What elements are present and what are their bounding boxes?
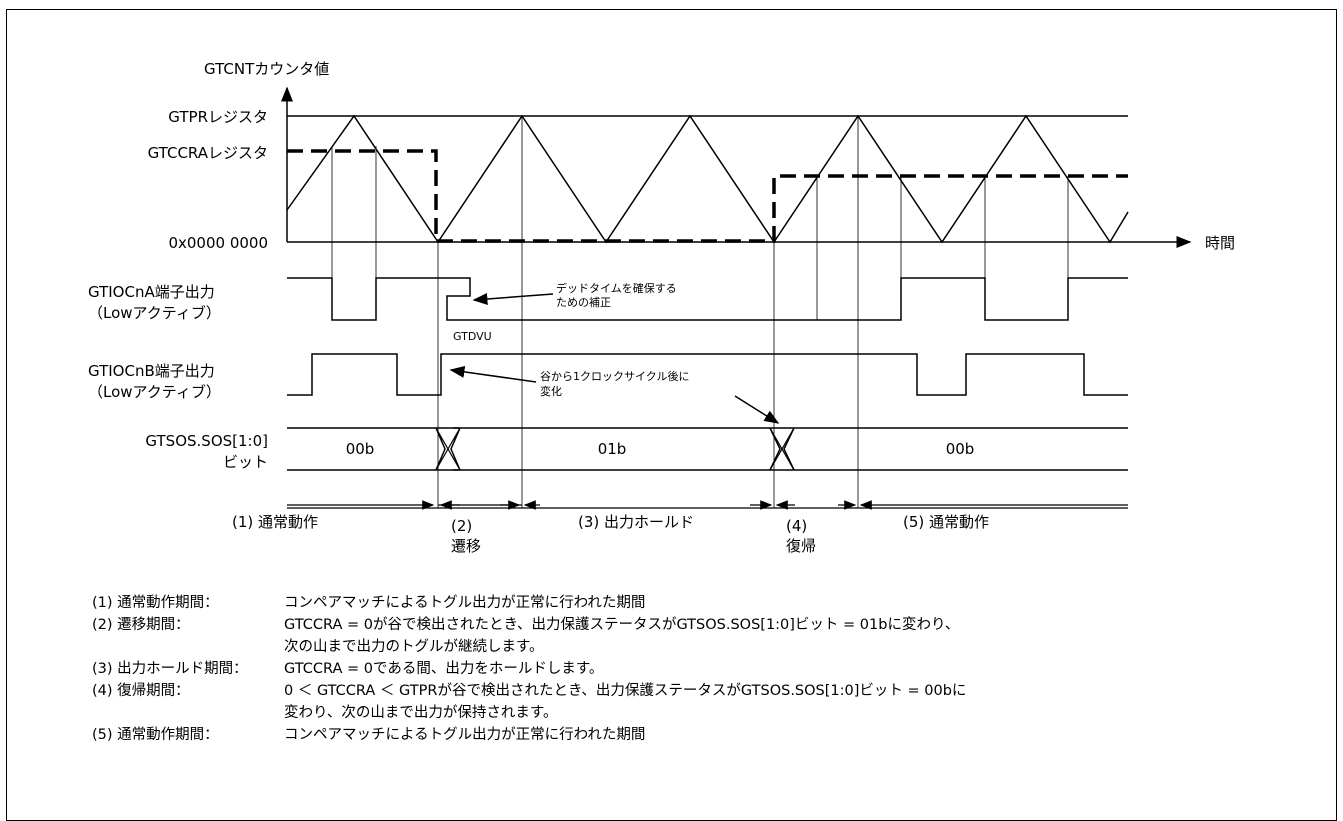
x-axis-title: 時間 — [1205, 234, 1235, 252]
note-head: (1) 通常動作期間： — [92, 595, 219, 611]
note-text: GTCCRA = 0である間、出力をホールドします。 — [284, 661, 604, 677]
change-arrow-right — [734, 395, 780, 424]
sos-label: GTSOS.SOS[1:0] — [145, 432, 268, 450]
note-head: (4) 復帰期間： — [92, 683, 190, 699]
gtccra-dashed-line — [287, 149, 1128, 243]
gtpr-label: GTPRレジスタ — [168, 108, 268, 126]
deadtime-note-2: ための補正 — [556, 296, 611, 309]
gtiocna-label: GTIOCnA端子出力 — [88, 283, 215, 301]
sos-sublabel: ビット — [223, 453, 268, 471]
note-text: コンペアマッチによるトグル出力が正常に行われた期間 — [284, 595, 646, 611]
note-text: GTCCRA = 0が谷で検出されたとき、出力保護ステータスがGTSOS.SOS… — [284, 617, 960, 633]
note-head: (2) 遷移期間： — [92, 617, 190, 633]
phase-3-label: (3) 出力ホールド — [578, 513, 694, 531]
deadtime-note-1: デッドタイムを確保する — [556, 281, 677, 295]
phase-2-num: (2) — [451, 517, 472, 535]
note-3: (3) 出力ホールド期間： GTCCRA = 0である間、出力をホールドします。 — [92, 658, 966, 680]
note-1: (1) 通常動作期間： コンペアマッチによるトグル出力が正常に行われた期間 — [92, 592, 966, 614]
sos-bus — [287, 427, 1128, 471]
note-text: 0 ＜ GTCCRA ＜ GTPRが谷で検出されたとき、出力保護ステータスがGT… — [284, 683, 967, 699]
note-head: (5) 通常動作期間： — [92, 727, 219, 743]
change-note-2: 変化 — [540, 384, 562, 398]
gtiocna-sublabel: （Lowアクティブ） — [88, 304, 221, 322]
gtiocnb-sublabel: （Lowアクティブ） — [88, 383, 221, 401]
phase-rulers — [287, 500, 1128, 510]
sos-value-1: 00b — [346, 440, 375, 458]
notes-list: (1) 通常動作期間： コンペアマッチによるトグル出力が正常に行われた期間 (2… — [92, 592, 966, 746]
zero-label: 0x0000 0000 — [168, 234, 268, 252]
gtccra-label: GTCCRAレジスタ — [148, 144, 268, 162]
gtiocna-waveform — [287, 277, 1128, 321]
note-text-cont: 変わり、次の山まで出力が保持されます。 — [284, 705, 558, 721]
note-head: (3) 出力ホールド期間： — [92, 661, 248, 677]
deadtime-arrow — [472, 292, 554, 305]
phase-5-label: (5) 通常動作 — [903, 513, 989, 531]
change-arrow-left — [449, 365, 537, 383]
gtiocnb-waveform — [287, 353, 1128, 396]
note-text: コンペアマッチによるトグル出力が正常に行われた期間 — [284, 727, 646, 743]
phase-1-label: (1) 通常動作 — [232, 513, 318, 531]
phase-4-num: (4) — [786, 517, 807, 535]
phase-4-name: 復帰 — [786, 537, 816, 555]
y-axis-title: GTCNTカウンタ値 — [204, 60, 329, 78]
gtdvu-label: GTDVU — [453, 330, 492, 343]
note-5: (5) 通常動作期間： コンペアマッチによるトグル出力が正常に行われた期間 — [92, 724, 966, 746]
phase-2-name: 遷移 — [451, 537, 481, 555]
change-note-1: 谷から1クロックサイクル後に — [540, 369, 689, 383]
sos-value-3: 00b — [946, 440, 975, 458]
note-text-cont: 次の山まで出力のトグルが継続します。 — [284, 639, 544, 655]
note-4: (4) 復帰期間： 0 ＜ GTCCRA ＜ GTPRが谷で検出されたとき、出力… — [92, 680, 966, 702]
counter-waveform — [286, 114, 1129, 244]
note-2: (2) 遷移期間： GTCCRA = 0が谷で検出されたとき、出力保護ステータス… — [92, 614, 966, 636]
gtiocnb-label: GTIOCnB端子出力 — [88, 362, 215, 380]
sos-value-2: 01b — [598, 440, 627, 458]
